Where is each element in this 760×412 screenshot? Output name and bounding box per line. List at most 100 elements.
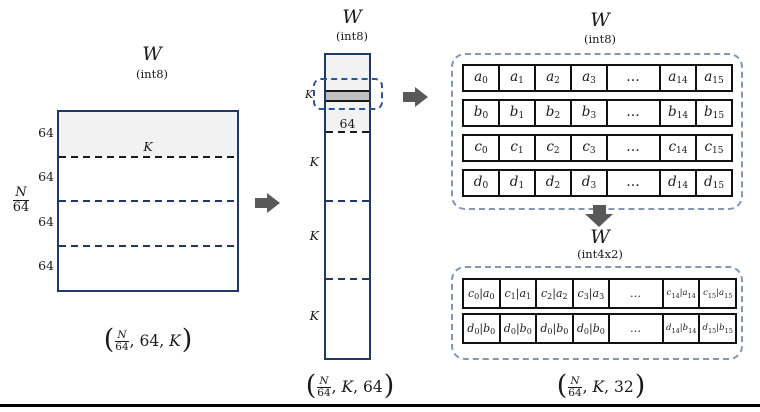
k-width-label: K [143, 139, 153, 154]
caption-dims: , K, 64 [331, 377, 383, 396]
fraction-numerator: N [317, 374, 331, 388]
segment-divider-dashed [326, 278, 369, 280]
caption-open-paren: ( [305, 370, 317, 402]
transform-arrow-down-icon [585, 205, 613, 227]
figure-bottom-rule [0, 404, 760, 407]
block-height-label: 64 [38, 169, 54, 184]
caption-open-paren: ( [103, 324, 115, 356]
boundary-64-label: 64 [324, 116, 371, 131]
fraction-denominator: 64 [115, 341, 129, 353]
int4x2-rows-dashed-outline [451, 266, 743, 360]
middle-column-box [324, 53, 371, 360]
block-divider-dashed [59, 156, 237, 158]
left-matrix-dtype: (int8) [136, 67, 168, 81]
right-top-matrix-title: W [590, 9, 610, 31]
caption-open-paren: ( [556, 370, 568, 402]
caption-dims: , 64, K [129, 331, 181, 350]
caption-close-paren: ) [634, 370, 646, 402]
highlight-dashed-outline [313, 78, 383, 110]
fraction-numerator: N [13, 185, 29, 201]
block-divider-dashed [59, 200, 237, 202]
highlight-strip [326, 90, 369, 102]
caption-close-paren: ) [383, 370, 395, 402]
dots-cell: … [608, 66, 661, 90]
block-height-label: 64 [38, 258, 54, 273]
caption-dims: , K, 32 [582, 377, 634, 396]
dots-cell: … [608, 171, 661, 195]
block-divider-dashed [59, 245, 237, 247]
right-bottom-matrix-dtype: (int4x2) [577, 247, 623, 261]
fraction-denominator: 64 [317, 387, 331, 399]
segment-divider-dashed [326, 131, 369, 133]
segment-k-label: K [309, 154, 319, 169]
transform-arrow-right-icon [403, 87, 428, 107]
segment-k-label: K [309, 228, 319, 243]
caption-close-paren: ) [181, 324, 193, 356]
right-bottom-matrix-title: W [590, 226, 610, 248]
block-height-label: 64 [38, 214, 54, 229]
dots-cell: … [608, 101, 661, 125]
segment-k-label: K [309, 308, 319, 323]
fraction-denominator: 64 [568, 387, 582, 399]
strip-k-label: K [305, 88, 314, 101]
fraction-numerator: N [568, 374, 582, 388]
dots-cell: … [610, 280, 664, 307]
dots-cell: … [610, 315, 664, 342]
fraction-numerator: N [115, 328, 129, 342]
fraction-denominator: 64 [12, 199, 30, 215]
middle-matrix-dtype: (int8) [336, 29, 368, 43]
middle-matrix-title: W [342, 6, 362, 28]
right-top-matrix-dtype: (int8) [584, 32, 616, 46]
transform-arrow-right-icon [255, 193, 280, 213]
left-matrix-title: W [142, 43, 162, 65]
dots-cell: … [608, 136, 661, 160]
